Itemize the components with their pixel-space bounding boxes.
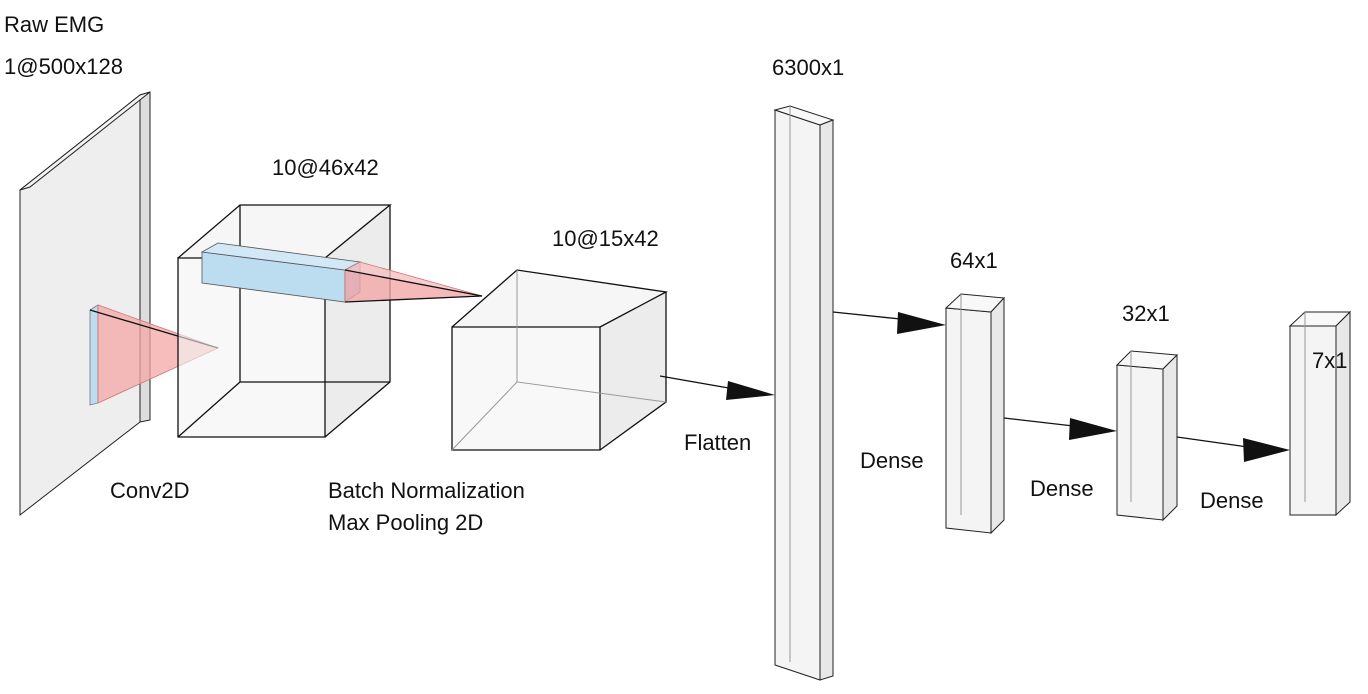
pool-shape-label: 10@15x42 bbox=[552, 226, 659, 251]
pool-op-label-line1: Batch Normalization bbox=[328, 478, 525, 503]
dense3-shape-label: 7x1 bbox=[1312, 348, 1348, 373]
dense-32-vector bbox=[1115, 350, 1179, 522]
flatten-op-label: Flatten bbox=[684, 430, 752, 455]
dense2-op-label: Dense bbox=[1030, 476, 1094, 501]
flatten-vector bbox=[773, 105, 835, 681]
input-layer-plane bbox=[19, 91, 151, 517]
conv-shape-label: 10@46x42 bbox=[272, 155, 379, 180]
dense1-op-label: Dense bbox=[860, 448, 924, 473]
arrow-flatten bbox=[659, 375, 775, 400]
conv-output-cube bbox=[177, 204, 483, 438]
dense-64-vector bbox=[944, 293, 1006, 535]
arrow-dense-1 bbox=[832, 311, 946, 334]
arrow-dense-3 bbox=[1176, 436, 1290, 462]
pool-output-cube bbox=[451, 269, 669, 451]
dense3-op-label: Dense bbox=[1200, 488, 1264, 513]
input-shape-label: 1@500x128 bbox=[4, 54, 123, 79]
dense2-shape-label: 32x1 bbox=[1122, 301, 1170, 326]
input-title-label: Raw EMG bbox=[4, 12, 105, 37]
pool-op-label-line2: Max Pooling 2D bbox=[328, 510, 484, 535]
conv-op-label: Conv2D bbox=[110, 478, 190, 503]
arrow-dense-2 bbox=[1003, 417, 1117, 440]
flatten-shape-label: 6300x1 bbox=[772, 55, 845, 80]
dense-7-vector bbox=[1288, 310, 1352, 517]
dense1-shape-label: 64x1 bbox=[950, 248, 998, 273]
